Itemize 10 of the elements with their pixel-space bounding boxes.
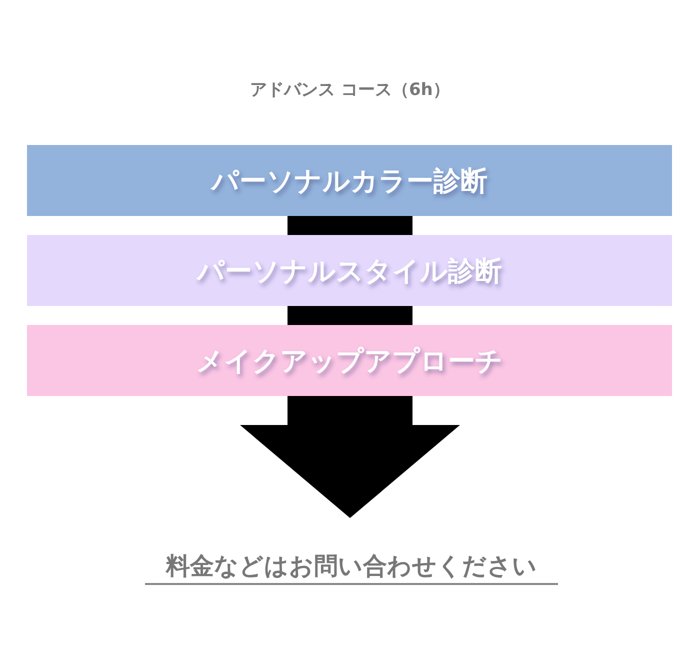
note-text: 料金などはお問い合わせください <box>145 548 558 585</box>
title: アドバンス コース（6h） <box>249 79 451 101</box>
step-band <box>27 145 672 216</box>
arrow <box>240 396 460 518</box>
step-label: パーソナルカラー診断 <box>212 164 488 198</box>
step-label: メイクアップアプローチ <box>196 344 503 378</box>
connector-bar <box>288 306 412 325</box>
connector-bar <box>288 216 412 235</box>
step-band <box>27 325 672 396</box>
step-band <box>27 235 672 306</box>
